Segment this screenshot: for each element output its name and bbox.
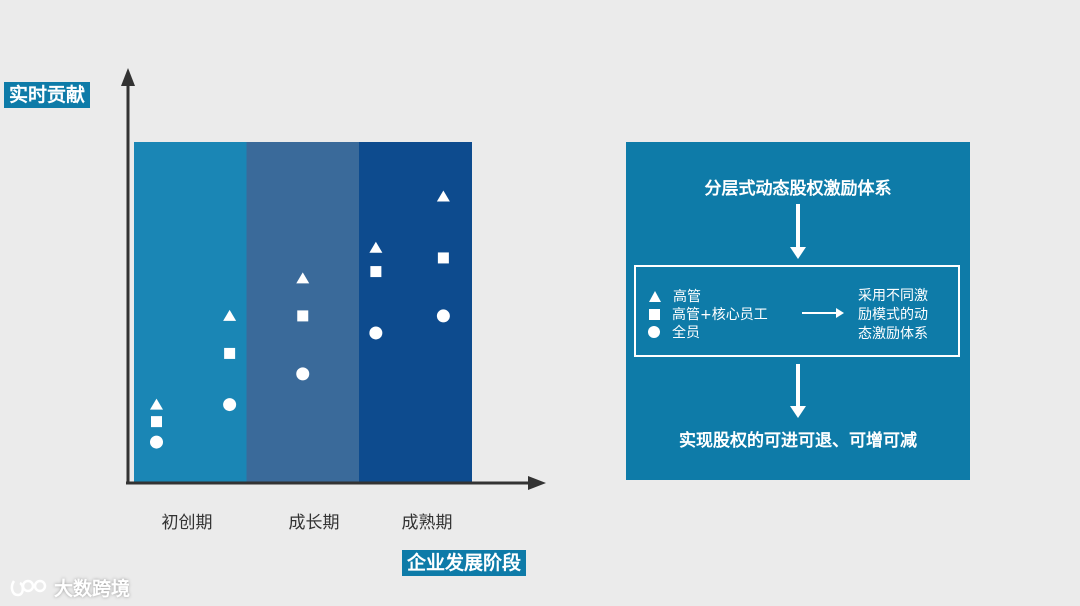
participant-legend: 高管 高管+核心员工 全员: [648, 287, 768, 341]
triangle-icon: [649, 290, 661, 302]
x-axis-arrow: [528, 476, 546, 490]
square-marker: [151, 416, 162, 428]
legend-item-all-staff: 全员: [648, 323, 768, 341]
stage-band-mature: [359, 142, 472, 483]
result-line: 励模式的动: [858, 307, 928, 323]
legend-label: 高管: [673, 289, 701, 305]
circle-icon: [648, 326, 660, 338]
circle-marker: [150, 435, 163, 449]
square-marker: [370, 266, 382, 278]
stage-label-growth: 成长期: [288, 513, 340, 533]
triangle-marker: [223, 309, 237, 321]
triangle-marker: [296, 272, 310, 284]
result-text: 采用不同激 励模式的动 态激励体系: [858, 287, 928, 344]
circle-marker: [223, 398, 237, 412]
stage-label-startup: 初创期: [161, 513, 213, 533]
incentive-panel: 分层式动态股权激励体系 高管 高管+核心员工 全员 采用不同激 励模式的动 态激…: [626, 142, 970, 480]
watermark: 大数跨境: [10, 574, 130, 601]
result-line: 采用不同激: [858, 288, 928, 304]
x-axis-label: 企业发展阶段: [402, 550, 527, 576]
triangle-marker: [436, 190, 450, 202]
legend-label: 全员: [672, 325, 700, 341]
stage-label-mature: 成熟期: [401, 513, 453, 533]
circle-marker: [369, 326, 383, 340]
circle-marker: [296, 367, 310, 381]
panel-conclusion: 实现股权的可进可退、可增可减: [679, 431, 917, 451]
mode-box: 高管 高管+核心员工 全员 采用不同激 励模式的动 态激励体系: [634, 265, 960, 357]
down-arrow-icon: [790, 204, 806, 259]
watermark-text: 大数跨境: [54, 578, 131, 600]
panel-title: 分层式动态股权激励体系: [704, 179, 892, 199]
legend-item-core-staff: 高管+核心员工: [648, 305, 768, 323]
logo-icon: [10, 579, 47, 596]
down-arrow-icon: [790, 364, 806, 418]
square-marker: [224, 347, 236, 359]
square-icon: [649, 308, 660, 320]
legend-label: 高管+核心员工: [672, 307, 768, 323]
result-line: 态激励体系: [858, 326, 928, 342]
y-axis-arrow: [121, 68, 135, 86]
circle-marker: [436, 309, 450, 323]
data-markers: [150, 190, 450, 449]
triangle-marker: [369, 241, 383, 253]
right-arrow-icon: [802, 308, 844, 318]
y-axis-label: 实时贡献: [4, 82, 91, 108]
legend-item-executives: 高管: [648, 287, 768, 305]
square-marker: [437, 252, 449, 264]
square-marker: [297, 310, 309, 322]
triangle-marker: [150, 398, 163, 410]
